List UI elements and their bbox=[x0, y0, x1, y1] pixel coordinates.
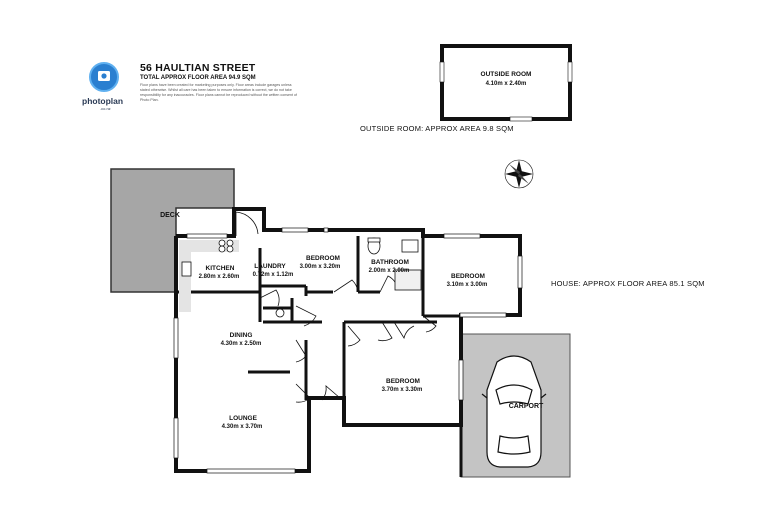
lounge-name: LOUNGE bbox=[229, 415, 257, 422]
carport-name: CARPORT bbox=[509, 403, 544, 410]
kitchen-dims: 2.80m x 2.60m bbox=[199, 274, 240, 280]
bedroom1-dims: 3.00m x 3.20m bbox=[300, 264, 341, 270]
interior-walls bbox=[176, 236, 461, 400]
dining-dims: 4.30m x 2.50m bbox=[221, 341, 262, 347]
outside-area-note: OUTSIDE ROOM: APPROX AREA 9.8 SQM bbox=[360, 124, 514, 133]
car-icon bbox=[481, 355, 547, 468]
logo-domain: .co.nz bbox=[100, 106, 111, 111]
bathroom-dims: 2.00m x 2.00m bbox=[369, 268, 410, 274]
outside-room bbox=[439, 44, 573, 122]
bedroom3-dims: 3.70m x 3.30m bbox=[382, 387, 423, 393]
bedroom2-dims: 3.10m x 3.00m bbox=[447, 282, 488, 288]
disclaimer-text: Floor plans have been created for market… bbox=[140, 83, 298, 102]
outside-room-name: OUTSIDE ROOM bbox=[481, 71, 532, 78]
deck-name: DECK bbox=[160, 212, 180, 219]
total-area-subtitle: TOTAL APPROX FLOOR AREA 94.9 SQM bbox=[140, 75, 256, 81]
dining-name: DINING bbox=[230, 332, 253, 339]
room-labels: OUTSIDE ROOM 4.10m x 2.40m DECK KITCHEN … bbox=[160, 71, 544, 430]
bathroom-fixtures bbox=[275, 237, 422, 318]
property-address-title: 56 HAULTIAN STREET bbox=[140, 62, 256, 74]
kitchen-name: KITCHEN bbox=[206, 265, 235, 272]
logo-wordmark: photoplan bbox=[82, 96, 124, 106]
kitchen-fixtures bbox=[179, 239, 239, 312]
house-walls bbox=[174, 207, 522, 473]
bedroom2-name: BEDROOM bbox=[451, 273, 485, 280]
laundry-dims: 0.72m x 1.12m bbox=[253, 272, 294, 278]
windows bbox=[173, 227, 523, 474]
doors bbox=[235, 211, 437, 403]
compass-icon bbox=[504, 159, 534, 189]
bedroom3-name: BEDROOM bbox=[386, 378, 420, 385]
outside-room-dims: 4.10m x 2.40m bbox=[486, 81, 527, 87]
photoplan-logo-icon bbox=[89, 62, 119, 92]
house-area-note: HOUSE: APPROX FLOOR AREA 85.1 SQM bbox=[551, 279, 705, 288]
bedroom1-name: BEDROOM bbox=[306, 255, 340, 262]
deck bbox=[110, 168, 235, 293]
laundry-name: LAUNDRY bbox=[254, 263, 286, 270]
bathroom-name: BATHROOM bbox=[371, 259, 409, 266]
lounge-dims: 4.30m x 3.70m bbox=[222, 424, 263, 430]
